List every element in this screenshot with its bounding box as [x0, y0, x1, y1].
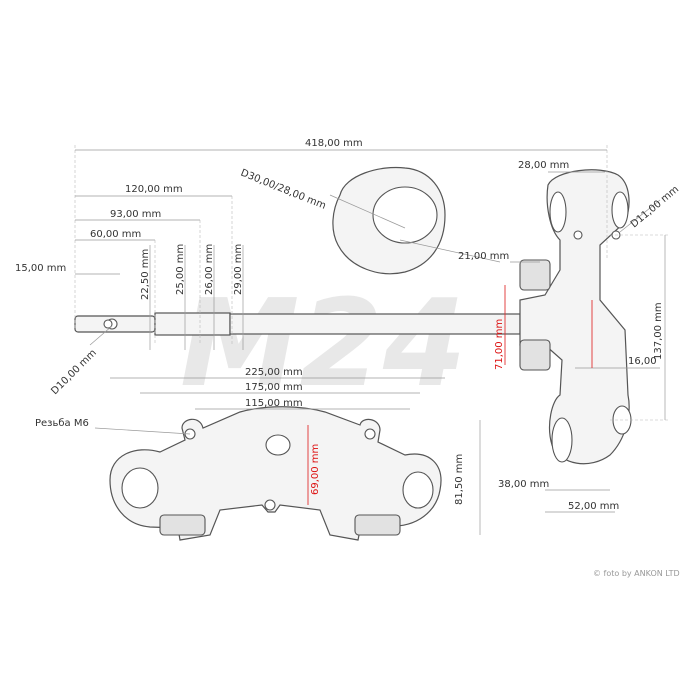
triple-clamp-bottom	[109, 406, 442, 541]
dim-15: 15,00 mm	[15, 263, 66, 274]
dim-d11: D11,00 mm	[629, 184, 681, 230]
dim-69: 69,00 mm	[310, 444, 321, 495]
dim-dia-26: 26,00 mm	[204, 244, 215, 295]
dim-dia-25: 25,00 mm	[175, 244, 186, 295]
dim-120: 120,00 mm	[125, 184, 183, 195]
dim-38: 38,00 mm	[498, 479, 549, 490]
dim-93: 93,00 mm	[110, 209, 161, 220]
dim-16: 16,00	[628, 356, 657, 367]
dim-dia-29: 29,00 mm	[233, 244, 244, 295]
dim-dia-22-5: 22,50 mm	[140, 249, 151, 300]
dim-115: 115,00 mm	[245, 398, 303, 409]
dim-60: 60,00 mm	[90, 229, 141, 240]
thread-label: Резьба M6	[35, 418, 89, 429]
photo-credit: © foto by ANKON LTD	[593, 569, 680, 578]
dim-d30-28: D30,00/28,00 mm	[239, 168, 327, 212]
dim-137: 137,00 mm	[653, 302, 664, 360]
dim-225: 225,00 mm	[245, 367, 303, 378]
dim-21: 21,00 mm	[458, 251, 509, 262]
stem-shaft	[74, 312, 521, 336]
dim-28: 28,00 mm	[518, 160, 569, 171]
dim-52: 52,00 mm	[568, 501, 619, 512]
dim-71: 71,00 mm	[494, 319, 505, 370]
watermark: M24	[180, 275, 466, 414]
dim-d10: D10,00 mm	[49, 348, 98, 397]
clamp-side-view	[519, 169, 632, 465]
dim-175: 175,00 mm	[245, 382, 303, 393]
dim-81-5: 81,50 mm	[454, 454, 465, 505]
dim-total-length: 418,00 mm	[305, 138, 363, 149]
dimension-lines	[74, 145, 670, 535]
